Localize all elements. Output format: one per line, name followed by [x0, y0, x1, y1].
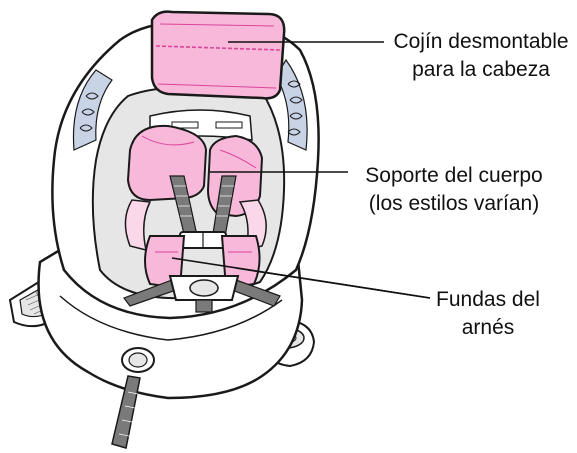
callout-harness-covers: Fundas del arnés [432, 286, 544, 342]
buckle [123, 275, 281, 313]
harness-adjuster [111, 347, 155, 449]
callout-headrest: Cojín desmontable para la cabeza [386, 28, 576, 84]
callout-harness-covers-line2: arnés [461, 316, 515, 339]
callout-headrest-line1: Cojín desmontable [393, 30, 569, 53]
leader-lines [171, 41, 431, 299]
callout-body-support-line2: (los estilos varían) [368, 192, 540, 215]
callout-body-support-line1: Soporte del cuerpo [365, 164, 543, 187]
harness-straps [169, 175, 237, 249]
head-cushion [150, 10, 286, 100]
callout-harness-covers-line1: Fundas del [436, 288, 540, 311]
callout-body-support: Soporte del cuerpo (los estilos varían) [350, 162, 558, 218]
callout-headrest-line2: para la cabeza [412, 58, 550, 81]
leader-line-harness-right [235, 267, 431, 299]
